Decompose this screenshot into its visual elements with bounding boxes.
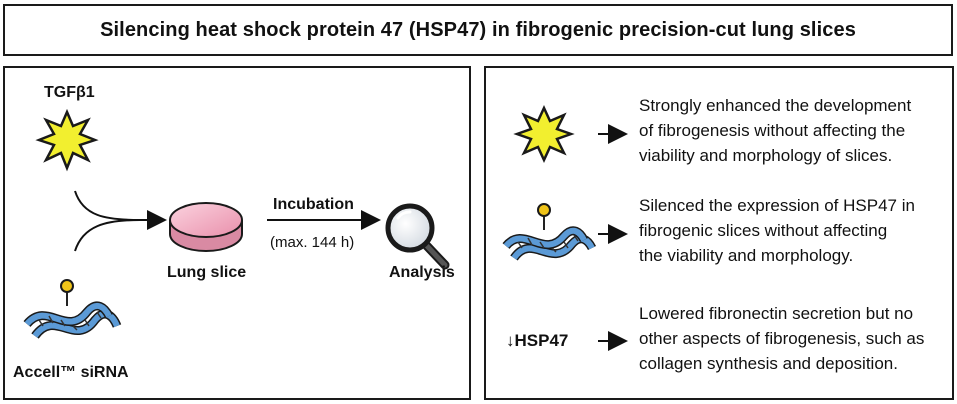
hsp47-down-label: ↓HSP47 [506, 331, 569, 350]
row3-line: collagen synthesis and deposition. [639, 354, 898, 373]
title-box: Silencing heat shock protein 47 (HSP47) … [3, 4, 953, 56]
row1-line: of fibrogenesis without affecting the [639, 121, 906, 140]
row3-line: other aspects of fibrogenesis, such as [639, 329, 925, 348]
right-graphics [502, 105, 628, 351]
row1-star-icon [513, 105, 575, 163]
row2-line: Silenced the expression of HSP47 in [639, 196, 915, 215]
merge-curve-top [74, 190, 141, 221]
row2-line: the viability and morphology. [639, 246, 854, 265]
row3-description: Lowered fibronectin secretion but no oth… [639, 301, 924, 376]
sirna-helix-icon [23, 279, 122, 339]
diagram-title: Silencing heat shock protein 47 (HSP47) … [100, 19, 856, 41]
row1-line: Strongly enhanced the development [639, 96, 912, 115]
sirna-label: Accell™ siRNA [13, 364, 129, 381]
row3-line: Lowered fibronectin secretion but no [639, 304, 914, 323]
incubation-time: (max. 144 h) [270, 234, 355, 251]
right-panel: ↓HSP47 Strongly enhanced the development… [484, 66, 954, 400]
magnifier-icon [385, 203, 450, 270]
merge-curve-bottom [74, 219, 141, 252]
left-panel: TGFβ1 Accell™ siRNA Lung slice Incubatio… [3, 66, 471, 400]
row2-sirna-icon [502, 203, 597, 261]
tgf-label: TGFβ1 [44, 84, 95, 101]
analysis-label: Analysis [389, 264, 455, 281]
incubation-label: Incubation [273, 196, 354, 213]
left-graphics [23, 108, 450, 339]
row2-description: Silenced the expression of HSP47 in fibr… [639, 193, 915, 268]
lung-slice-icon [169, 202, 243, 252]
star-burst-icon [35, 108, 99, 172]
row1-line: viability and morphology of slices. [639, 146, 893, 165]
row1-description: Strongly enhanced the development of fib… [639, 93, 911, 168]
lung-slice-label: Lung slice [167, 264, 247, 281]
row2-line: fibrogenic slices without affecting [639, 221, 888, 240]
